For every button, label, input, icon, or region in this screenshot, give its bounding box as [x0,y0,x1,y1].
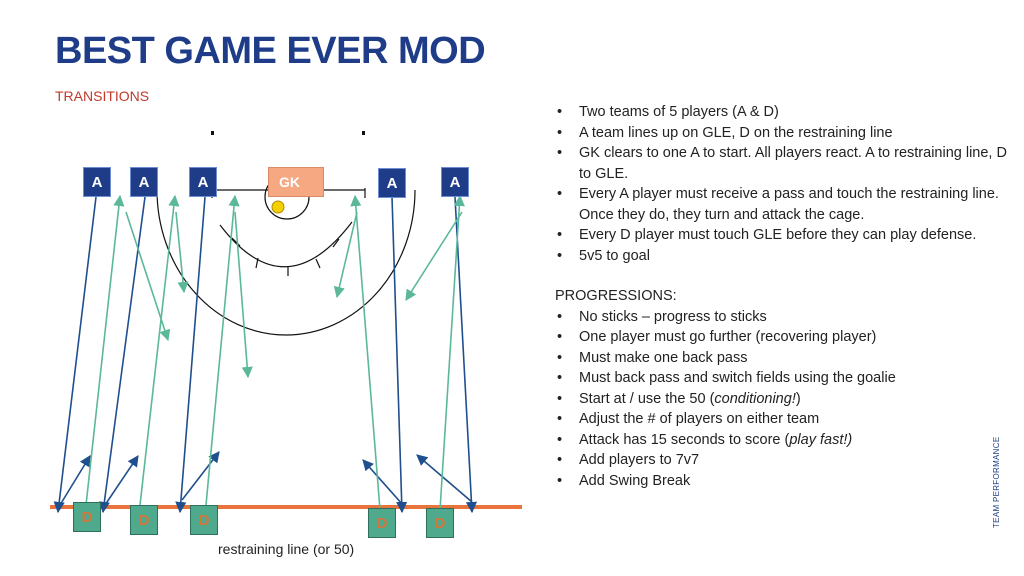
attacker-marker: A [189,167,217,197]
ball-icon [271,200,285,214]
defender-runs [85,194,465,511]
rules-list: Two teams of 5 players (A & D) A team li… [555,102,1010,266]
rule-item: Every D player must touch GLE before the… [555,225,1010,246]
progression-item: Must back pass and switch fields using t… [555,368,1010,389]
progression-item: Add Swing Break [555,471,1010,492]
progression-item: Adjust the # of players on either team [555,409,1010,430]
progression-item: Add players to 7v7 [555,450,1010,471]
attacker-run [454,196,478,514]
attacker-marker: A [378,168,406,198]
defender-run [139,194,180,506]
progression-item: Must make one back pass [555,348,1010,369]
restraining-line-caption: restraining line (or 50) [218,541,355,557]
slide-subtitle: TRANSITIONS [55,88,150,104]
field-dots [211,131,365,135]
progressions-heading: PROGRESSIONS: [555,288,677,304]
attacker-return [181,451,220,501]
defender-drop [175,211,189,294]
defender-drop [405,211,463,301]
attacker-marker: A [130,167,158,197]
progression-item: One player must go further (recovering p… [555,327,1010,348]
rule-item: Every A player must receive a pass and t… [555,184,1010,225]
attacker-return [102,455,139,509]
defender-marker: D [368,508,396,538]
defender-marker: D [73,502,101,532]
defender-drop [234,211,253,379]
attacker-marker: A [83,167,111,197]
progression-item: No sticks – progress to sticks [555,307,1010,328]
defender-run [439,194,465,511]
attacker-return [362,459,404,506]
field-diagram [50,131,522,514]
dashed-fan [219,221,353,268]
defender-drop [333,211,358,299]
defender-marker: D [426,508,454,538]
attacker-return [416,454,473,503]
attacker-run [98,196,146,514]
drill-instructions: Two teams of 5 players (A & D) A team li… [555,102,1010,491]
progression-item: Start at / use the 50 (conditioning!) [555,389,1010,410]
attacker-run [175,196,206,514]
attacker-return [59,455,91,506]
rule-item: GK clears to one A to start. All players… [555,143,1010,184]
progressions-list: No sticks – progress to sticks One playe… [555,307,1010,492]
goal-arc [156,189,416,336]
defender-run [85,194,125,506]
goalie-marker: GK [268,167,324,197]
attacker-run [53,196,97,514]
attacker-run [391,196,408,514]
defender-marker: D [130,505,158,535]
side-label: TEAM PERFORMANCE [992,436,1001,528]
slide-title: BEST GAME EVER MOD [55,30,486,72]
progression-item: Attack has 15 seconds to score (play fas… [555,430,1010,451]
rule-item: A team lines up on GLE, D on the restrai… [555,123,1010,144]
attacker-runs [53,196,478,514]
defender-marker: D [190,505,218,535]
defender-run [205,194,240,506]
attacker-marker: A [441,167,469,197]
rule-item: 5v5 to goal [555,246,1010,267]
defender-run [350,194,381,511]
defender-drop [125,211,171,342]
rule-item: Two teams of 5 players (A & D) [555,102,1010,123]
